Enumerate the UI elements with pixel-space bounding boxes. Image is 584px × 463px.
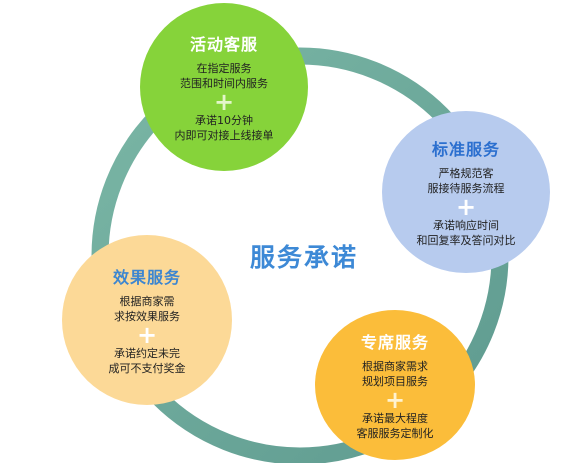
node-title: 标准服务	[431, 140, 500, 159]
node-effect-service: 效果服务 根据商家需 求按效果服务 + 承诺约定未完 成可不支付奖金	[62, 235, 232, 405]
node-line: 在指定服务	[196, 62, 252, 75]
node-line: 根据商家需求	[362, 360, 428, 373]
node-dedicated-service: 专席服务 根据商家需求 规划项目服务 + 承诺最大程度 客服服务定制化	[315, 310, 475, 460]
node-line: 内即可对接上线接单	[174, 129, 274, 142]
node-line: 客服服务定制化	[356, 427, 434, 440]
node-line: 严格规范客	[438, 167, 494, 180]
node-line: 求按效果服务	[114, 310, 180, 323]
node-line: 范围和时间内服务	[180, 77, 268, 90]
node-line: 承诺10分钟	[195, 114, 253, 127]
node-line: 和回复率及答问对比	[416, 234, 516, 247]
node-title: 专席服务	[360, 333, 429, 352]
node-title: 效果服务	[112, 268, 181, 287]
center-title: 服务承诺	[249, 243, 358, 272]
node-line: 根据商家需	[119, 295, 175, 308]
node-line: 承诺响应时间	[433, 219, 499, 232]
node-line: 成可不支付奖金	[108, 362, 186, 375]
node-standard-service: 标准服务 严格规范客 服接待服务流程 + 承诺响应时间 和回复率及答问对比	[382, 111, 550, 273]
plus-icon: +	[213, 88, 235, 116]
node-activity-service: 活动客服 在指定服务 范围和时间内服务 + 承诺10分钟 内即可对接上线接单	[140, 3, 308, 171]
node-line: 规划项目服务	[362, 375, 428, 388]
plus-icon: +	[455, 193, 477, 221]
plus-icon: +	[136, 321, 158, 349]
node-title: 活动客服	[189, 35, 258, 54]
node-line: 承诺约定未完	[114, 347, 180, 360]
node-line: 服接待服务流程	[427, 182, 505, 195]
plus-icon: +	[384, 386, 406, 414]
node-line: 承诺最大程度	[362, 412, 428, 425]
